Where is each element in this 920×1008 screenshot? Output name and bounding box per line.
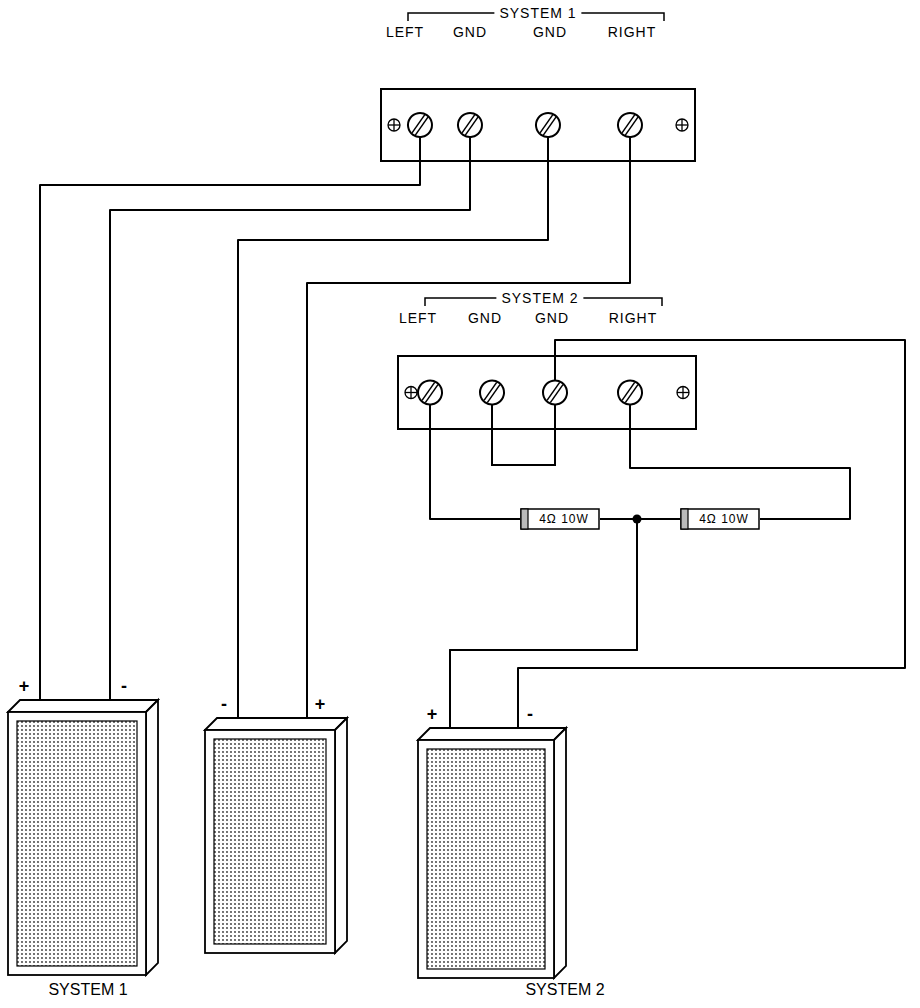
resistor-value: 4Ω 10W [539, 513, 589, 525]
speaker-wire [630, 430, 850, 519]
speaker-grille [17, 721, 137, 966]
terminal-label: GND [533, 25, 567, 39]
system-heading: SYSTEM 2 [496, 291, 583, 305]
ground-jumper [492, 430, 555, 465]
terminal-label: GND [453, 25, 487, 39]
polarity-mark: - [221, 695, 227, 713]
speaker-cabinet [8, 700, 158, 975]
resistor-value: 4Ω 10W [699, 513, 749, 525]
system-caption: SYSTEM 1 [48, 982, 127, 998]
polarity-mark: + [315, 695, 326, 713]
terminal-label: LEFT [399, 311, 437, 325]
speaker-wire [430, 430, 520, 519]
terminal-label: GND [535, 311, 569, 325]
speaker: +- [418, 728, 566, 978]
system-heading: SYSTEM 1 [494, 6, 581, 20]
speaker-wire [450, 519, 637, 728]
terminal-screw [613, 108, 646, 141]
speaker-wire [40, 162, 420, 700]
resistor-symbol: 4Ω 10W [520, 508, 600, 530]
terminal-screw [613, 376, 646, 409]
speaker-cabinet [418, 728, 566, 978]
resistor-symbol: 4Ω 10W [680, 508, 760, 530]
strip-outline [380, 88, 696, 162]
mounting-hole [676, 119, 688, 131]
junction-dot [633, 515, 642, 524]
mounting-hole [405, 387, 417, 399]
terminal-screw [413, 376, 446, 409]
terminal-label: GND [468, 311, 502, 325]
speaker: -+ [205, 718, 347, 953]
system-caption: SYSTEM 2 [525, 982, 604, 998]
speaker-grille [214, 739, 326, 944]
terminal-label: RIGHT [609, 311, 658, 325]
terminal-strip: SYSTEM 2LEFTGNDGNDRIGHT [397, 355, 697, 430]
speaker-wire [238, 162, 548, 718]
mounting-hole [388, 119, 400, 131]
terminal-screw [538, 376, 571, 409]
speaker-wire [450, 519, 680, 728]
terminal-screw [531, 108, 564, 141]
terminal-screw [453, 108, 486, 141]
polarity-mark: - [527, 705, 533, 723]
polarity-mark: + [19, 677, 30, 695]
speaker: +- [8, 700, 158, 975]
speaker-cabinet [205, 718, 347, 953]
mounting-hole [677, 387, 689, 399]
strip-outline [397, 355, 697, 430]
terminal-screw [403, 108, 436, 141]
terminal-screw [475, 376, 508, 409]
speaker-wire [110, 162, 470, 700]
speaker-grille [427, 749, 545, 969]
terminal-strip: SYSTEM 1LEFTGNDGNDRIGHT [380, 88, 696, 162]
polarity-mark: + [427, 705, 438, 723]
polarity-mark: - [121, 677, 127, 695]
terminal-label: LEFT [386, 25, 424, 39]
speaker-wire [307, 162, 630, 718]
terminal-label: RIGHT [608, 25, 657, 39]
